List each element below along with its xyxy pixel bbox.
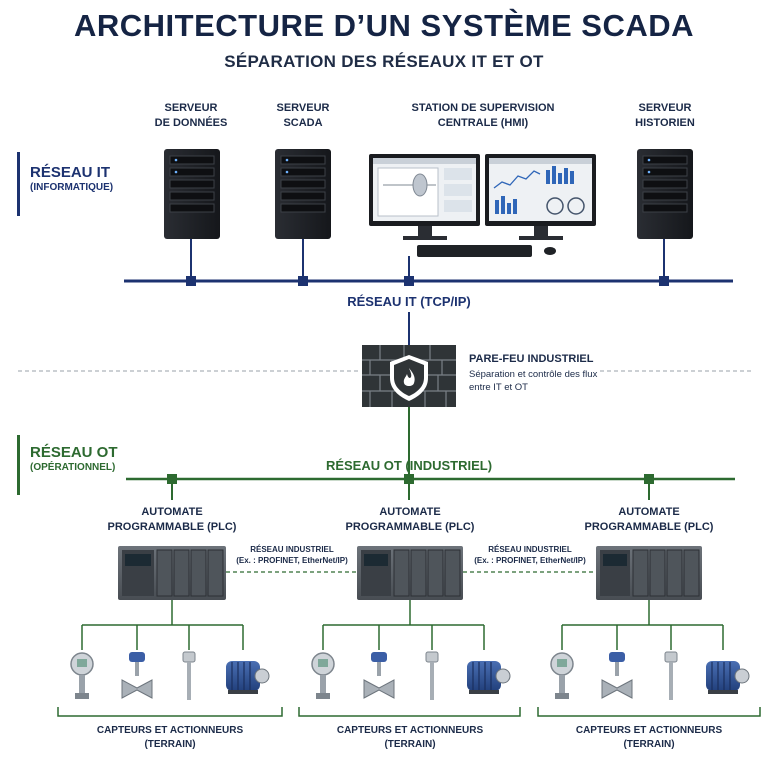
field-group-3-line1: CAPTEURS ET ACTIONNEURS bbox=[575, 725, 723, 736]
firewall-label: PARE-FEU INDUSTRIEL Séparation et contrô… bbox=[469, 353, 649, 394]
it-zone-title: RÉSEAU IT bbox=[30, 164, 111, 181]
control-valve-icon bbox=[601, 652, 633, 699]
electric-motor-icon bbox=[467, 661, 511, 694]
field-group-3-line2: (TERRAIN) bbox=[623, 739, 675, 750]
plc-2-icon bbox=[357, 546, 463, 600]
industrial-link-2-line2: (Ex. : PROFINET, EtherNet/IP) bbox=[474, 556, 586, 565]
plc-3-label-line1: AUTOMATE bbox=[618, 506, 680, 518]
ot-zone-bar bbox=[17, 435, 20, 495]
plc-3-icon bbox=[596, 546, 702, 600]
field-group-1-line1: CAPTEURS ET ACTIONNEURS bbox=[96, 725, 244, 736]
field-group-1-line2: (TERRAIN) bbox=[144, 739, 196, 750]
field-group-2-line1: CAPTEURS ET ACTIONNEURS bbox=[336, 725, 484, 736]
plc-1-icon bbox=[118, 546, 226, 600]
temperature-probe-icon bbox=[664, 651, 678, 700]
control-valve-icon bbox=[363, 652, 395, 699]
temperature-probe-icon bbox=[182, 651, 196, 700]
plc-1-label: AUTOMATE PROGRAMMABLE (PLC) bbox=[102, 505, 242, 535]
field-group-2-label: CAPTEURS ET ACTIONNEURS (TERRAIN) bbox=[320, 724, 500, 752]
firewall-icon bbox=[362, 345, 456, 407]
field-group-1-label: CAPTEURS ET ACTIONNEURS (TERRAIN) bbox=[80, 724, 260, 752]
pressure-transmitter-icon bbox=[311, 652, 335, 699]
historian-server-icon bbox=[637, 149, 693, 239]
industrial-link-2-label: RÉSEAU INDUSTRIEL (Ex. : PROFINET, Ether… bbox=[463, 544, 597, 566]
hmi-label-line2: CENTRALE (HMI) bbox=[437, 117, 529, 129]
scada-server-label: SERVEUR SCADA bbox=[243, 101, 363, 131]
it-zone-subtitle: (INFORMATIQUE) bbox=[30, 182, 114, 193]
historian-label: SERVEUR HISTORIEN bbox=[605, 101, 725, 131]
plc-3-label: AUTOMATE PROGRAMMABLE (PLC) bbox=[579, 505, 719, 535]
it-network-label: RÉSEAU IT (TCP/IP) bbox=[347, 294, 471, 309]
pressure-transmitter-icon bbox=[70, 652, 94, 699]
firewall-desc-line1: Séparation et contrôle des flux bbox=[469, 369, 598, 380]
plc-1-label-line2: PROGRAMMABLE (PLC) bbox=[107, 521, 237, 533]
page-subtitle: SÉPARATION DES RÉSEAUX IT ET OT bbox=[224, 52, 544, 71]
it-zone-label: RÉSEAU IT (INFORMATIQUE) bbox=[30, 164, 113, 193]
plc-2-label: AUTOMATE PROGRAMMABLE (PLC) bbox=[340, 505, 480, 535]
plc-2-label-line2: PROGRAMMABLE (PLC) bbox=[345, 521, 475, 533]
scada-server-label-line1: SERVEUR bbox=[276, 102, 330, 114]
firewall-desc-line2: entre IT et OT bbox=[469, 382, 528, 393]
field-group-2-line2: (TERRAIN) bbox=[384, 739, 436, 750]
field-group-3-label: CAPTEURS ET ACTIONNEURS (TERRAIN) bbox=[559, 724, 739, 752]
firewall-title: PARE-FEU INDUSTRIEL bbox=[469, 353, 594, 365]
control-valve-icon bbox=[121, 652, 153, 699]
ot-zone-title: RÉSEAU OT bbox=[30, 444, 118, 461]
electric-motor-icon bbox=[706, 661, 750, 694]
ot-zone-subtitle: (OPÉRATIONNEL) bbox=[30, 462, 116, 473]
data-server-label-line1: SERVEUR bbox=[164, 102, 218, 114]
pressure-transmitter-icon bbox=[550, 652, 574, 699]
page-title: ARCHITECTURE D’UN SYSTÈME SCADA bbox=[73, 8, 695, 43]
temperature-probe-icon bbox=[425, 651, 439, 700]
data-server-label: SERVEUR DE DONNÉES bbox=[131, 101, 251, 131]
data-server-icon bbox=[164, 149, 220, 239]
scada-server-label-line2: SCADA bbox=[283, 117, 323, 129]
historian-label-line2: HISTORIEN bbox=[635, 117, 695, 129]
industrial-link-1-line2: (Ex. : PROFINET, EtherNet/IP) bbox=[236, 556, 348, 565]
hmi-workstation-icon bbox=[369, 154, 596, 257]
historian-label-line1: SERVEUR bbox=[638, 102, 692, 114]
plc-2-label-line1: AUTOMATE bbox=[379, 506, 441, 518]
electric-motor-icon bbox=[226, 661, 270, 694]
ot-zone-label: RÉSEAU OT (OPÉRATIONNEL) bbox=[30, 444, 118, 473]
industrial-link-1-line1: RÉSEAU INDUSTRIEL bbox=[250, 545, 334, 554]
industrial-link-2-line1: RÉSEAU INDUSTRIEL bbox=[488, 545, 572, 554]
data-server-label-line2: DE DONNÉES bbox=[154, 117, 228, 129]
hmi-label-line1: STATION DE SUPERVISION bbox=[411, 102, 555, 114]
industrial-link-1-label: RÉSEAU INDUSTRIEL (Ex. : PROFINET, Ether… bbox=[226, 544, 358, 566]
hmi-label: STATION DE SUPERVISION CENTRALE (HMI) bbox=[393, 101, 573, 131]
scada-server-icon bbox=[275, 149, 331, 239]
plc-3-label-line2: PROGRAMMABLE (PLC) bbox=[584, 521, 714, 533]
it-zone-bar bbox=[17, 152, 20, 216]
ot-network-label: RÉSEAU OT (INDUSTRIEL) bbox=[325, 458, 493, 473]
plc-1-label-line1: AUTOMATE bbox=[141, 506, 203, 518]
